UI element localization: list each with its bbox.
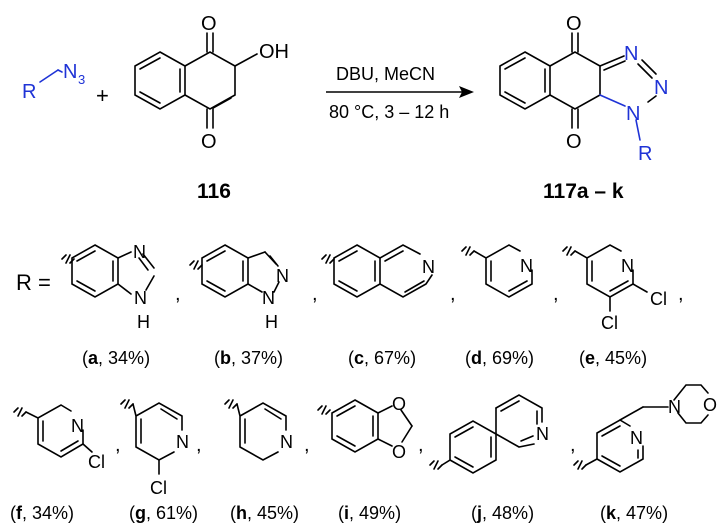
n-triazole-bottom: N — [626, 103, 640, 125]
substituent-h-structure — [224, 399, 287, 461]
label-d: (d, 69%) — [465, 348, 534, 368]
label-k: (k, 47%) — [600, 503, 668, 523]
substituent-g-structure — [120, 399, 183, 475]
sep-g: , — [196, 434, 202, 456]
sep-d: , — [553, 283, 559, 305]
e-n: N — [621, 256, 634, 276]
a-n-top: N — [133, 242, 146, 262]
sep-h: , — [304, 434, 310, 456]
n3-subscript: 3 — [78, 72, 85, 87]
n-triazole-right: N — [654, 77, 668, 99]
label-c: (c, 67%) — [348, 348, 416, 368]
o-bottom-116: O — [201, 131, 217, 153]
sep-j: , — [570, 434, 576, 456]
sep-c: , — [450, 283, 456, 305]
sep-a: , — [175, 283, 181, 305]
product-117-structure — [499, 32, 657, 141]
sep-f: , — [115, 434, 121, 456]
compound-116-structure — [134, 32, 258, 129]
d-n: N — [520, 256, 533, 276]
oh-label: OH — [259, 41, 289, 63]
substituent-i-structure — [317, 399, 413, 453]
o-top-116: O — [201, 13, 217, 35]
n-triazole-top: N — [624, 43, 638, 65]
b-n-right: N — [276, 266, 289, 286]
substituent-j-structure — [429, 394, 543, 474]
substituent-e-structure — [562, 244, 648, 312]
n3-label: N — [63, 61, 77, 83]
i-o-top: O — [392, 394, 406, 414]
a-h: H — [137, 312, 150, 332]
j-n: N — [536, 424, 549, 444]
substituent-k-structure — [573, 384, 709, 473]
label-h: (h, 45%) — [230, 503, 299, 523]
conditions-top: DBU, MeCN — [336, 64, 435, 84]
label-i: (i, 49%) — [338, 503, 401, 523]
f-cl: Cl — [88, 452, 105, 472]
b-h: H — [265, 312, 278, 332]
r-label: R — [22, 81, 36, 103]
r-triazole: R — [638, 143, 652, 165]
sep-i: , — [418, 434, 424, 456]
substituent-f-structure — [13, 404, 93, 458]
r-equals: R = — [16, 270, 51, 295]
h-n: N — [280, 432, 293, 452]
arrow-head — [459, 86, 474, 98]
b-n-bottom: N — [262, 288, 275, 308]
label-e: (e, 45%) — [579, 348, 647, 368]
conditions-bottom: 80 °C, 3 – 12 h — [329, 102, 449, 122]
o-top-117: O — [566, 13, 582, 35]
azide-reagent: R N 3 — [22, 61, 85, 103]
plus-sign: + — [96, 83, 109, 108]
label-j: (j, 48%) — [471, 503, 534, 523]
label-a: (a, 34%) — [82, 348, 150, 368]
k-o-morpholine: O — [703, 395, 717, 415]
k-n-pyridine: N — [630, 428, 643, 448]
label-g: (g, 61%) — [129, 503, 198, 523]
e-cl-bottom: Cl — [601, 313, 618, 333]
sep-e: , — [678, 283, 684, 305]
substituent-d-structure — [461, 244, 533, 298]
compound-116-label: 116 — [197, 180, 231, 203]
o-bottom-117: O — [566, 131, 582, 153]
label-f: (f, 34%) — [10, 503, 74, 523]
c-n: N — [422, 257, 435, 277]
k-n-morpholine: N — [668, 397, 681, 417]
substituent-b-structure — [189, 244, 280, 298]
substituent-c-structure — [321, 244, 433, 298]
g-cl: Cl — [150, 478, 167, 498]
a-n-bottom: N — [134, 288, 147, 308]
label-b: (b, 37%) — [214, 348, 283, 368]
substituent-a-structure — [61, 244, 155, 298]
f-n: N — [71, 416, 84, 436]
sep-b: , — [312, 283, 318, 305]
i-o-bottom: O — [392, 442, 406, 462]
e-cl-right: Cl — [650, 289, 667, 309]
product-label: 117a – k — [543, 180, 624, 203]
g-n: N — [176, 432, 189, 452]
